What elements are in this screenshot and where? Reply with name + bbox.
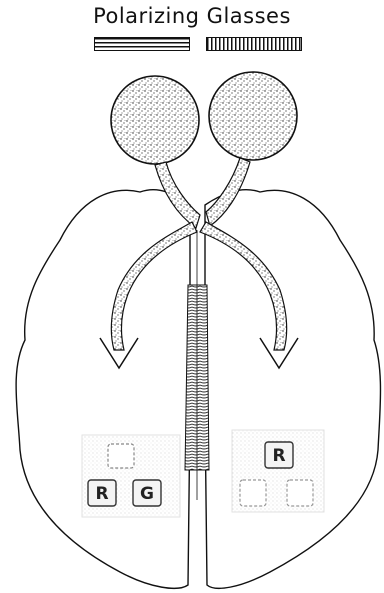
right-bottom-right-box: [287, 480, 313, 506]
left-letter-g: G: [140, 484, 154, 504]
right-eye: [209, 72, 297, 160]
right-letter-r: R: [272, 446, 285, 466]
right-hemisphere: [205, 190, 381, 589]
left-top-box: [108, 444, 134, 468]
left-eye: [111, 76, 199, 164]
right-bottom-left-box: [240, 480, 266, 506]
left-letter-r: R: [95, 484, 108, 504]
